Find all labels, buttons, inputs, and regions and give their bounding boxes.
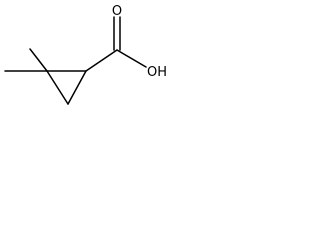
ring-bond-left (46, 70, 69, 105)
chemical-structure-diagram: O OH (4, 4, 167, 105)
ring-to-carboxyl-bond (85, 49, 118, 72)
methyl-bond-upper (29, 48, 48, 72)
ring-bond-right (67, 70, 87, 105)
hydroxyl-label: OH (147, 65, 167, 80)
carbonyl-oxygen-label: O (112, 4, 122, 19)
hydroxyl-bond (116, 49, 147, 68)
